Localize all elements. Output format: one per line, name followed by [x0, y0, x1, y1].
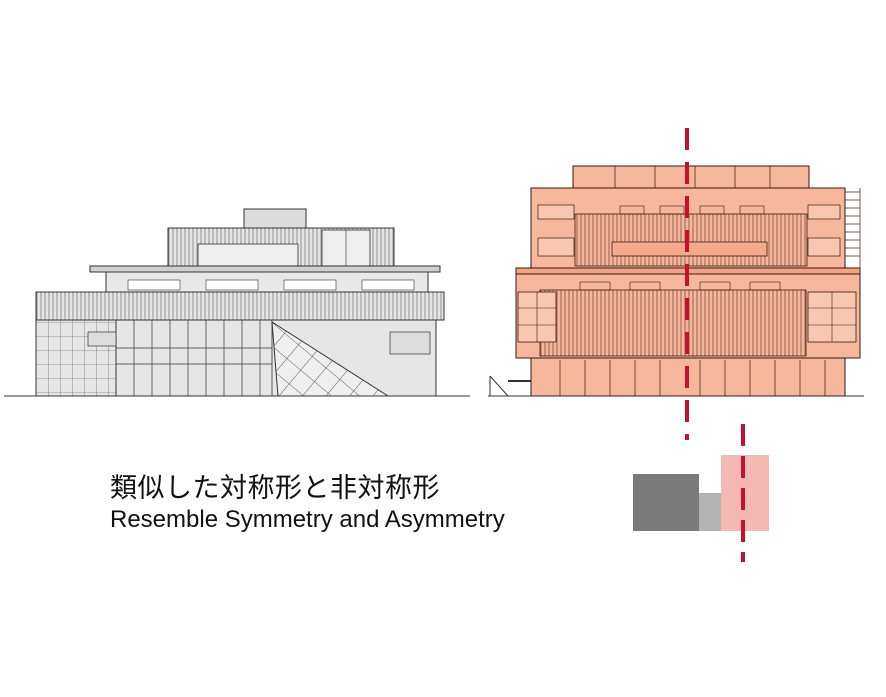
massing-light-block [699, 493, 721, 531]
right-side-stair [845, 188, 861, 268]
left-penthouse [243, 208, 307, 230]
right-building-elevation [488, 165, 864, 397]
left-main-band [35, 291, 445, 321]
caption-japanese: 類似した対称形と非対称形 [110, 473, 440, 504]
right-penthouse [572, 165, 810, 189]
left-building-elevation [4, 208, 470, 397]
massing-diagram [633, 424, 769, 562]
massing-dark-block [633, 474, 699, 531]
right-stair-rail [489, 375, 509, 397]
left-roof-slab [89, 265, 441, 273]
caption-english: Resemble Symmetry and Asymmetry [110, 506, 505, 533]
